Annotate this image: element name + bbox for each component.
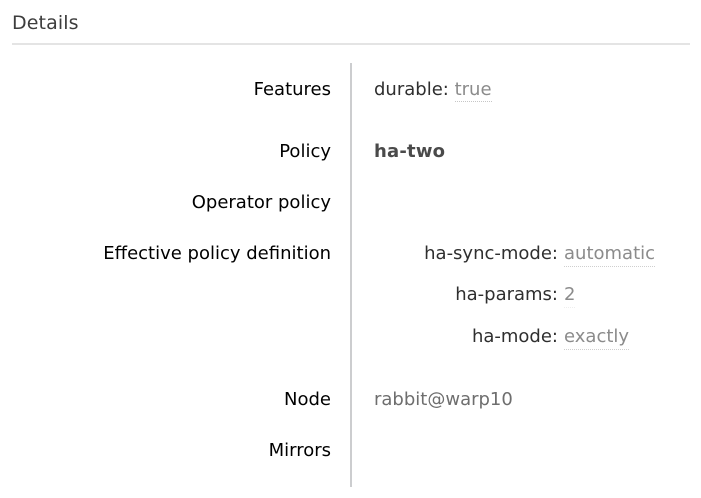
detail-label-features: Features [253, 79, 331, 100]
column-divider [350, 63, 352, 487]
policy-definition-key-ha-mode: ha-mode: [471, 326, 558, 347]
policy-definition-value-ha-sync-mode[interactable]: automatic [564, 243, 656, 267]
detail-value-node: rabbit@warp10 [374, 389, 513, 411]
policy-link-ha-two[interactable]: ha-two [374, 141, 446, 162]
detail-label-mirrors: Mirrors [268, 440, 331, 461]
policy-definition-value-ha-params[interactable]: 2 [564, 284, 576, 308]
detail-label-effective-policy-definition: Effective policy definition [103, 243, 331, 264]
feature-value-durable[interactable]: true [454, 79, 492, 102]
feature-key-durable: durable: [374, 79, 449, 100]
detail-label-operator-policy: Operator policy [191, 192, 331, 213]
policy-definition-value-ha-mode[interactable]: exactly [564, 326, 630, 350]
title-divider [12, 43, 690, 45]
node-name-value: rabbit@warp10 [374, 389, 513, 410]
detail-value-features: durable: true [374, 79, 492, 102]
policy-definition-key-ha-params: ha-params: [455, 284, 558, 305]
detail-label-node: Node [284, 389, 331, 410]
page-title: Details [12, 12, 79, 34]
policy-definition-key-ha-sync-mode: ha-sync-mode: [424, 243, 558, 264]
detail-value-policy: ha-two [374, 141, 445, 163]
detail-label-policy: Policy [279, 141, 331, 162]
